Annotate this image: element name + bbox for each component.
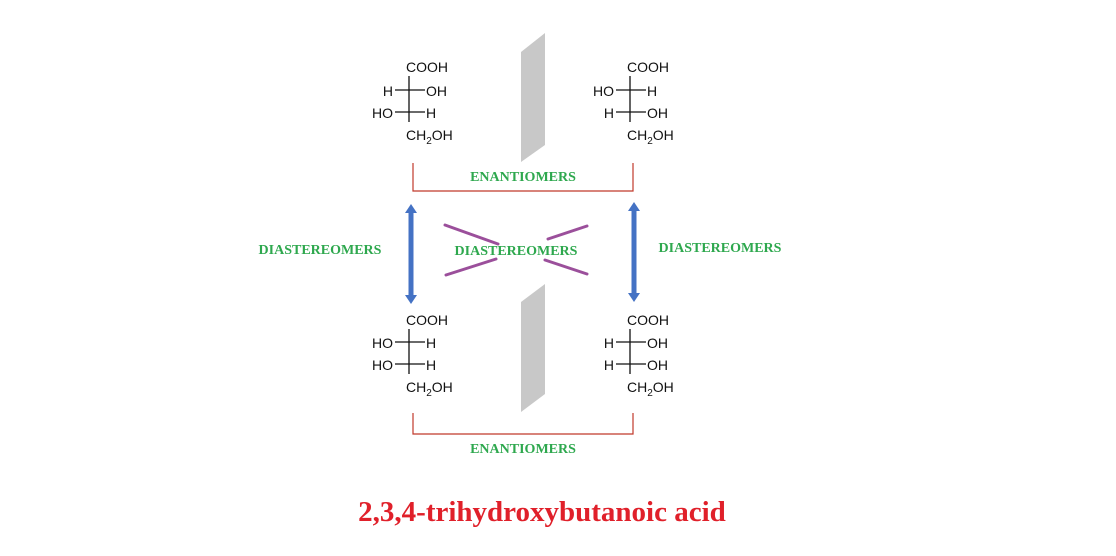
row1-left: H xyxy=(383,83,393,99)
bottom-group: CH2OH xyxy=(627,127,674,147)
row2-right: OH xyxy=(647,357,668,373)
top-group: COOH xyxy=(627,59,669,75)
row2-left: H xyxy=(604,357,614,373)
row2-left: HO xyxy=(372,357,393,373)
row2-right: H xyxy=(426,105,436,121)
compound-title: 2,3,4-trihydroxybutanoic acid xyxy=(358,496,726,528)
mirror-plane-bottom xyxy=(521,284,545,412)
double-arrow-left xyxy=(405,204,417,304)
diastereomers-label-right: DIASTEREOMERS xyxy=(659,241,782,256)
row1-right: H xyxy=(647,83,657,99)
top-group: COOH xyxy=(627,312,669,328)
row2-left: H xyxy=(604,105,614,121)
double-arrow-right xyxy=(628,202,640,302)
row2-right: H xyxy=(426,357,436,373)
fischer-molecule-top-right: COOH HO H H OH CH2OH xyxy=(593,59,674,147)
mirror-plane-top xyxy=(521,33,545,162)
enantiomers-label-bottom: ENANTIOMERS xyxy=(470,442,576,457)
fischer-molecule-bottom-left: COOH HO H HO H CH2OH xyxy=(372,312,453,399)
diastereomers-label-left: DIASTEREOMERS xyxy=(259,243,382,258)
bottom-group: CH2OH xyxy=(406,127,453,147)
top-group: COOH xyxy=(406,312,448,328)
diastereomer-cross-lines xyxy=(443,223,589,277)
fischer-molecule-top-left: COOH H OH HO H CH2OH xyxy=(372,59,453,147)
enantiomer-bracket-bottom xyxy=(412,413,634,435)
row1-right: OH xyxy=(426,83,447,99)
bottom-group: CH2OH xyxy=(406,379,453,399)
enantiomers-label-top: ENANTIOMERS xyxy=(470,170,576,185)
row2-left: HO xyxy=(372,105,393,121)
row1-left: HO xyxy=(372,335,393,351)
row1-right: OH xyxy=(647,335,668,351)
fischer-molecule-bottom-right: COOH H OH H OH CH2OH xyxy=(604,312,674,399)
bottom-group: CH2OH xyxy=(627,379,674,399)
enantiomer-bracket-top xyxy=(412,163,634,192)
row1-left: HO xyxy=(593,83,614,99)
row1-left: H xyxy=(604,335,614,351)
diastereomers-label-center: DIASTEREOMERS xyxy=(455,244,578,259)
row1-right: H xyxy=(426,335,436,351)
top-group: COOH xyxy=(406,59,448,75)
row2-right: OH xyxy=(647,105,668,121)
